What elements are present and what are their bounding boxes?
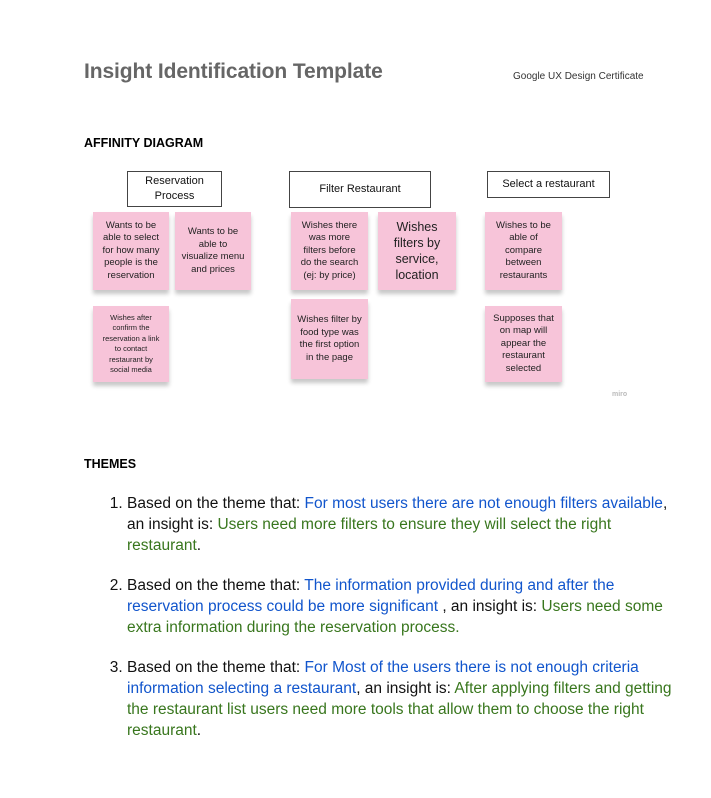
theme-text: For most users there are not enough filt… <box>304 495 663 512</box>
sticky-note: Wishes after confirm the reservation a l… <box>93 306 169 382</box>
sticky-note: Wants to be able to visualize menu and p… <box>175 212 251 290</box>
insight-text: After applying filters and getting the r… <box>127 680 672 739</box>
page-title: Insight Identification Template <box>84 60 383 83</box>
affinity-diagram-heading: AFFINITY DIAGRAM <box>84 136 204 150</box>
group-header-select-a-restaurant: Select a restaurant <box>487 171 610 198</box>
sticky-note: Wishes filter by food type was the first… <box>291 299 368 379</box>
theme-middle: , an insight is: <box>127 495 668 533</box>
insight-text: Users need some extra information during… <box>127 598 663 636</box>
theme-middle: , an insight is: <box>438 598 542 615</box>
theme-item: Based on the theme that: The information… <box>127 575 687 638</box>
theme-suffix: . <box>196 537 202 554</box>
sticky-note: Wishes filters by service, location <box>378 212 456 290</box>
sticky-note: Wishes to be able of compare between res… <box>485 212 562 290</box>
sticky-note: Wishes there was more filters before do … <box>291 212 368 290</box>
miro-watermark: miro <box>612 391 628 398</box>
sticky-note: Supposes that on map will appear the res… <box>485 306 562 382</box>
theme-suffix: . <box>196 722 202 739</box>
affinity-diagram: Reservation Process Wants to be able to … <box>84 160 640 404</box>
theme-item: Based on the theme that: For most users … <box>127 493 687 556</box>
theme-prefix: Based on the theme that: <box>127 495 305 512</box>
theme-middle: , an insight is: <box>356 680 455 697</box>
theme-prefix: Based on the theme that: <box>127 659 305 676</box>
themes-list: Based on the theme that: For most users … <box>84 493 687 760</box>
theme-prefix: Based on the theme that: <box>127 577 305 594</box>
theme-item: Based on the theme that: For Most of the… <box>127 657 687 741</box>
themes-heading: THEMES <box>84 457 137 471</box>
certificate-label: Google UX Design Certificate <box>513 71 644 82</box>
group-header-reservation-process: Reservation Process <box>127 171 222 207</box>
theme-text: The information provided during and afte… <box>127 577 615 615</box>
theme-text: For Most of the users there is not enoug… <box>127 659 639 697</box>
sticky-note: Wants to be able to select for how many … <box>93 212 169 290</box>
group-header-filter-restaurant: Filter Restaurant <box>289 171 431 208</box>
insight-text: Users need more filters to ensure they w… <box>127 516 612 554</box>
